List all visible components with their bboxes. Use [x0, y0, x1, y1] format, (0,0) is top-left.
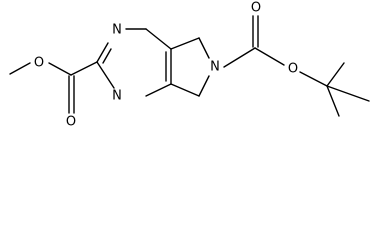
atom-label-n-ring-top: N: [112, 23, 122, 38]
bond-tbutyl-me-right: [326, 85, 370, 102]
atom-label-o-ester-double: O: [66, 115, 76, 130]
bond-methyl-o: [9, 62, 31, 75]
atom-label-o-carbamate-single: O: [288, 62, 298, 77]
bond-c2-n3-inner: [102, 48, 112, 64]
bond-carbonyl-ring: [70, 61, 98, 76]
atom-label-o-carbamate-double: O: [251, 1, 261, 16]
bond-tbutyl-me-top: [326, 62, 345, 87]
bond-carbonyl-o: [254, 47, 285, 66]
bond-n6-c7: [198, 75, 210, 97]
bond-c4-c4a: [145, 28, 172, 50]
bond-n6-carbonyl: [223, 47, 256, 68]
bond-c7a-n1: [145, 83, 172, 97]
atom-label-n-ring-bottom: N: [112, 89, 122, 104]
bond-n1-c2: [96, 61, 115, 89]
atom-label-o-ester-single: O: [34, 56, 44, 71]
chemical-structure-diagram: N N N O O O O: [9, 1, 370, 130]
bond-c2-n3: [96, 42, 109, 63]
bond-o-tbutyl: [299, 71, 328, 87]
bond-c4a-c5: [170, 37, 200, 50]
bond-tbutyl-me-bottom: [326, 85, 340, 117]
atom-label-n-pyrrolidine: N: [210, 60, 220, 75]
bond-o-carbonyl: [48, 62, 72, 76]
bond-c7-c7a: [170, 83, 200, 97]
bond-c5-n6: [198, 37, 210, 59]
